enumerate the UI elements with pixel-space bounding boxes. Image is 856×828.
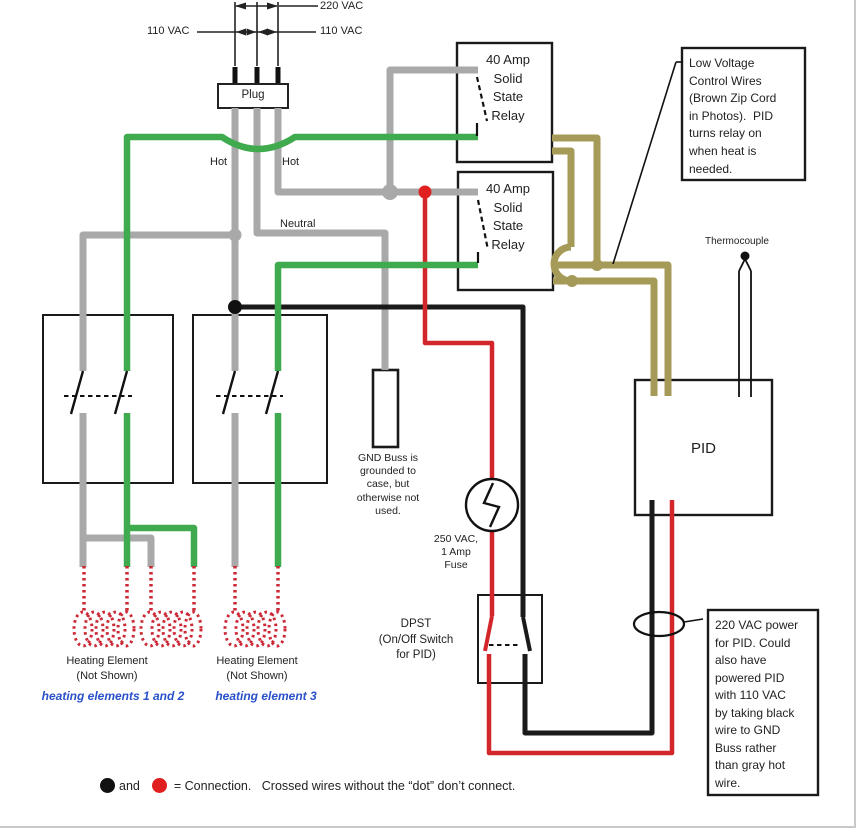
label-110vac-left: 110 VAC	[147, 25, 190, 37]
dimension-arrowheads	[235, 2, 278, 36]
switch-box-2	[192, 314, 328, 484]
note-box-pid-power	[706, 608, 820, 797]
junction-dot-olive-1	[591, 259, 603, 271]
gnd-buss-note: GND Buss is grounded to case, but otherw…	[356, 452, 420, 517]
plug-box	[217, 83, 289, 109]
legend-and-word: and	[119, 778, 140, 793]
label-110vac-right: 110 VAC	[320, 25, 363, 37]
hot-left-label: Hot	[210, 156, 228, 168]
relay1-box	[455, 41, 554, 164]
hot-right-label: Hot	[282, 156, 300, 168]
fuse-label: 250 VAC, 1 Amp Fuse	[433, 533, 479, 572]
legend-red-dot-icon	[151, 778, 167, 793]
gnd-buss-box	[371, 368, 400, 449]
wire-ellipse-callout	[632, 610, 686, 638]
connection-legend: and = Connection. Crossed wires without …	[100, 778, 515, 793]
green-wire-relay2	[274, 261, 478, 567]
gray-wire-hot-right	[274, 108, 478, 196]
legend-black-dot-icon	[100, 778, 115, 793]
relay-contact-symbols	[475, 76, 490, 263]
black-wire	[235, 304, 655, 736]
heating-coil-1	[72, 564, 136, 648]
thermocouple-symbol	[738, 251, 752, 397]
relay2-label: 40 Amp Solid State Relay	[485, 181, 531, 252]
green-wire-relay1	[123, 133, 478, 567]
heating-element12-label: Heating Element (Not Shown)	[66, 655, 148, 682]
junction-dot-black	[228, 300, 242, 314]
heating-element3-label: Heating Element (Not Shown)	[216, 655, 298, 682]
gray-wire-box1-branch	[79, 231, 235, 567]
control-wires	[550, 134, 672, 396]
dimension-lines	[197, 2, 318, 66]
switch-box-1	[42, 314, 174, 484]
pid-power-note: 220 VAC power for PID. Could also have p…	[715, 618, 799, 790]
junction-dot-gray-2	[382, 184, 398, 200]
fuse-symbol	[464, 477, 520, 533]
leader-lines	[612, 61, 704, 623]
junction-dot-red	[418, 185, 432, 199]
label-220vac: 220 VAC	[320, 0, 364, 12]
heating-coil-2	[139, 564, 203, 648]
plug-label: Plug	[241, 89, 265, 101]
heating-elements-1-2-caption: heating elements 1 and 2	[41, 689, 185, 703]
junction-dot-gray-1	[228, 228, 242, 242]
neutral-label: Neutral	[280, 218, 316, 230]
low-voltage-note: Low Voltage Control Wires (Brown Zip Cor…	[689, 56, 777, 176]
heating-element-3-caption: heating element 3	[215, 689, 317, 703]
thermocouple-label: Thermocouple	[705, 236, 769, 247]
relay1-label: 40 Amp Solid State Relay	[485, 52, 531, 123]
gray-wire-relay1-feed	[386, 66, 478, 192]
switch-blades	[64, 370, 521, 646]
pid-box	[633, 378, 774, 517]
plug-prongs	[232, 67, 281, 84]
gray-wires	[79, 66, 478, 567]
green-wires	[123, 133, 478, 567]
pid-label: PID	[690, 440, 716, 457]
note-box-low-voltage	[680, 46, 807, 182]
legend-text: = Connection. Crossed wires without the …	[173, 778, 516, 793]
junction-dot-olive-2	[566, 275, 578, 287]
dpst-label: DPST (On/Off Switch for PID)	[378, 618, 454, 661]
gray-wire-neutral	[253, 108, 389, 370]
heating-coil-3	[223, 564, 287, 648]
